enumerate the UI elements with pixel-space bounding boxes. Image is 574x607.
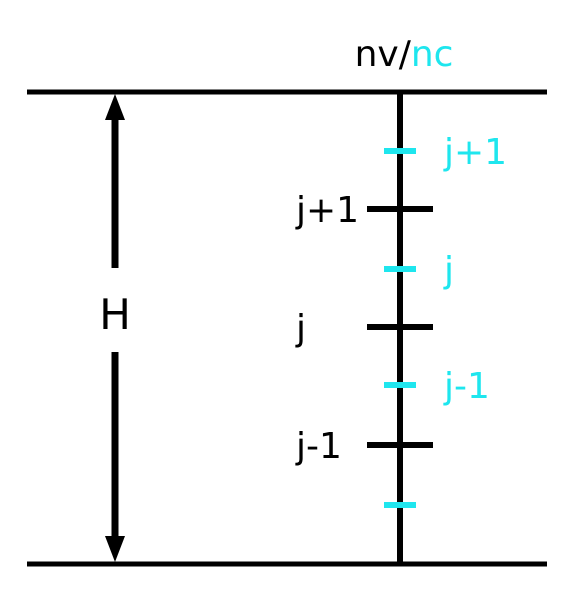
black-label-jm1: j-1 xyxy=(295,426,342,467)
cyan-label-j: j xyxy=(443,250,454,291)
column-header: nv/nc xyxy=(355,34,454,75)
height-arrow-down-head xyxy=(105,536,125,562)
height-arrow-up-head xyxy=(105,94,125,120)
nc-label: nc xyxy=(411,34,454,75)
slash-label: / xyxy=(399,34,412,75)
black-label-jp1: j+1 xyxy=(295,190,359,231)
cyan-label-jp1: j+1 xyxy=(443,132,507,173)
height-label: H xyxy=(99,290,131,339)
nv-label: nv xyxy=(355,34,399,75)
black-label-j: j xyxy=(295,308,306,349)
cyan-label-jm1: j-1 xyxy=(443,366,490,407)
